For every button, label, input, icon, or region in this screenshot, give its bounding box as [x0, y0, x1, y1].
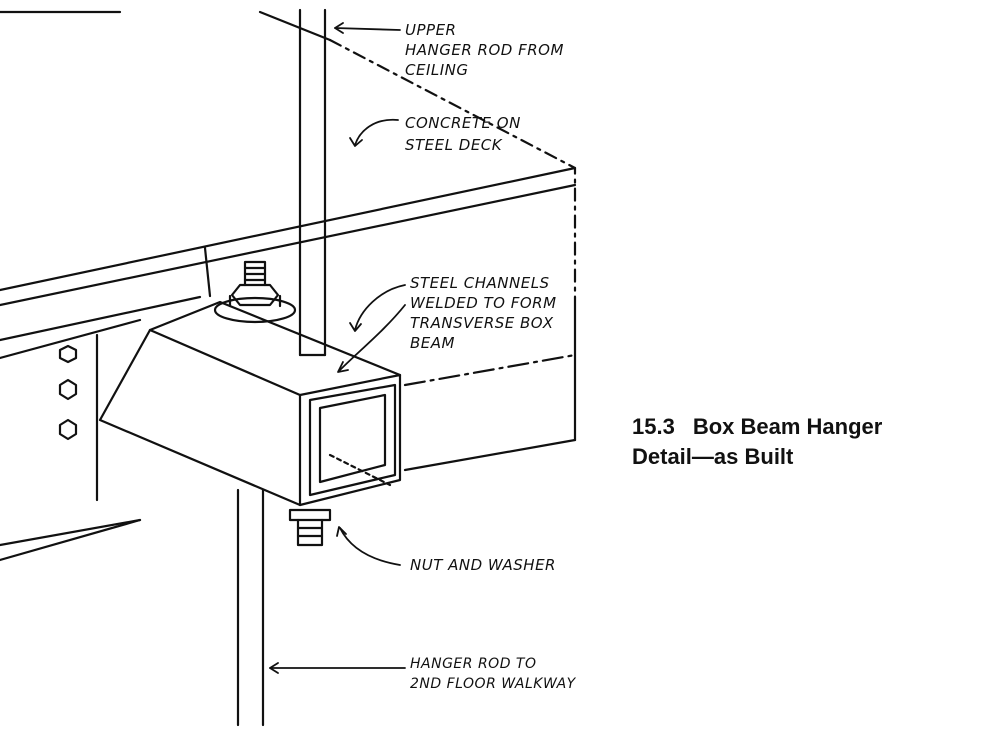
label-channels-4: BEAM: [410, 334, 455, 352]
label-channels-3: TRANSVERSE BOX: [410, 314, 554, 332]
label-upper-rod-2: HANGER ROD FROM: [405, 41, 564, 59]
caption-line-2: Detail—as Built: [632, 444, 794, 469]
annotations: UPPER HANGER ROD FROM CEILING CONCRETE O…: [405, 21, 577, 692]
label-upper-rod-3: CEILING: [405, 61, 469, 79]
steel-beam: [0, 296, 577, 562]
label-channels-1: STEEL CHANNELS: [410, 274, 550, 292]
bottom-nut-washer: [288, 508, 332, 547]
label-nut-washer: NUT AND WASHER: [410, 556, 556, 574]
lower-hanger-rod: [236, 488, 265, 727]
label-upper-rod-1: UPPER: [405, 21, 456, 39]
caption-line-1: 15.3 Box Beam Hanger: [632, 412, 882, 442]
top-nut-washer: [213, 260, 297, 324]
leader-lines: [269, 22, 406, 674]
caption-number: 15.3: [632, 414, 675, 439]
label-concrete-2: STEEL DECK: [405, 136, 503, 154]
label-channels-2: WELDED TO FORM: [410, 294, 557, 312]
label-lower-rod-2: 2ND FLOOR WALKWAY: [410, 676, 577, 692]
beam-bolts: [58, 344, 78, 441]
concrete-deck: [0, 10, 577, 342]
label-lower-rod-1: HANGER ROD TO: [410, 656, 537, 672]
figure-caption: 15.3 Box Beam Hanger Detail—as Built: [632, 412, 882, 472]
upper-hanger-rod: [298, 8, 327, 357]
label-concrete-1: CONCRETE ON: [405, 114, 521, 132]
box-beam: [98, 300, 402, 507]
caption-title: Box Beam Hanger: [692, 414, 883, 439]
